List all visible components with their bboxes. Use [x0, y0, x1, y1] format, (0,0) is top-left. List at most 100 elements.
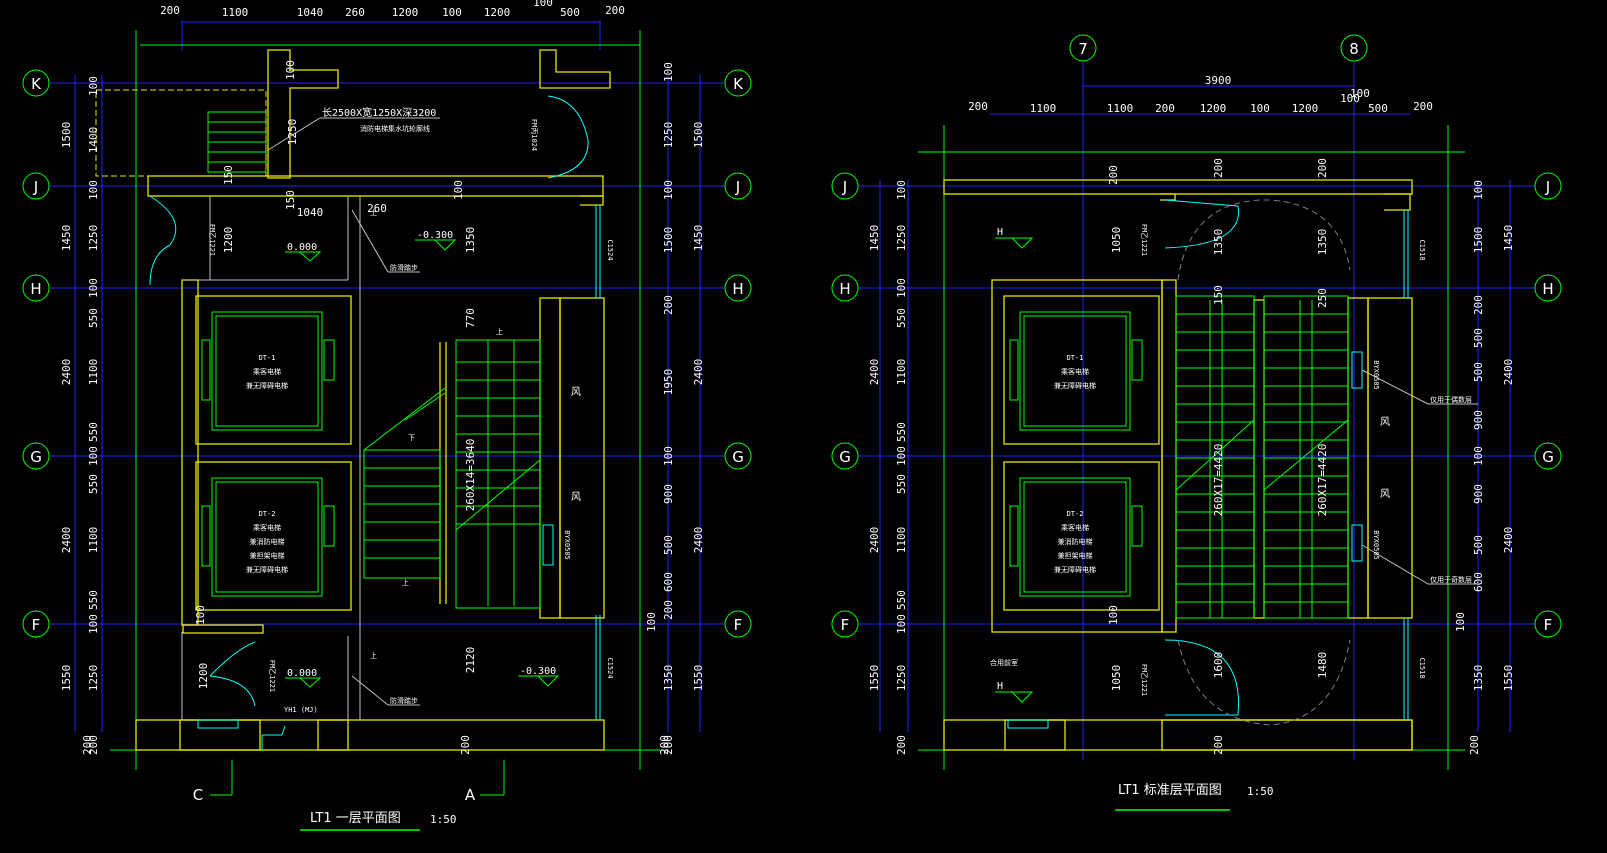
vent-label: BYX0505	[1372, 360, 1380, 390]
dim-text: 1100	[895, 359, 908, 386]
dim-text: 1500	[692, 122, 705, 149]
dim-text: 200	[1212, 735, 1225, 755]
dim-text: 600	[1472, 572, 1485, 592]
dim-text: 2400	[60, 359, 73, 386]
elevator-label: 乘客电梯	[253, 523, 281, 532]
right-dims-outer-plan2: 1450 2400 2400 1550	[1502, 225, 1515, 692]
dim-text: 1200	[1200, 102, 1227, 115]
axis-label: H	[30, 280, 41, 298]
dim-text: 1100	[1030, 102, 1057, 115]
vent-label: BYX0505	[563, 530, 571, 560]
dim-text: 1480	[1316, 652, 1329, 679]
dim-text: 500	[1472, 535, 1485, 555]
axis-label: F	[734, 616, 743, 634]
dim-text: 1400	[87, 127, 100, 154]
dim-text: 600	[662, 572, 675, 592]
dim-text: 2400	[692, 359, 705, 386]
dim-text: 2400	[1502, 527, 1515, 554]
dim-text: 2400	[868, 527, 881, 554]
dim-text: 1250	[286, 119, 299, 146]
vent-label: BYX0505	[1372, 530, 1380, 560]
h-label: H	[997, 681, 1003, 692]
down-label: 下	[408, 434, 415, 442]
elevator-label: 兼无障碍电梯	[1054, 381, 1096, 390]
dim-text: 2120	[464, 647, 477, 674]
dim-text: 100	[895, 180, 908, 200]
axis-label: H	[732, 280, 743, 298]
right-dims-outer-plan1: 1500 1450 2400 2400 1550	[692, 122, 705, 692]
drawing-scale: 1:50	[430, 813, 457, 826]
elevator-label: 兼无障碍电梯	[246, 381, 288, 390]
dim-text: 1950	[662, 369, 675, 396]
elevator-label: DT-1	[259, 354, 276, 362]
yh-label: YH1 (MJ)	[284, 706, 318, 714]
dim-text: 260	[345, 6, 365, 19]
dim-text: 1550	[868, 665, 881, 692]
dim-text: 3900	[1205, 74, 1232, 87]
pit-note-label: 消防电梯集水坑轮廓线	[360, 124, 430, 133]
drawing-scale: 1:50	[1247, 785, 1274, 798]
axis-bubbles-left-plan2: J H G F	[831, 172, 859, 638]
axis-label: G	[732, 448, 744, 466]
plan-standard-floor: 7 8 J H G F J H G F 3900 200	[831, 34, 1562, 811]
dim-text: 550	[87, 590, 100, 610]
axis-label: G	[839, 448, 851, 466]
door-label: FM丙1024	[530, 119, 538, 151]
dim-text: 500	[662, 535, 675, 555]
dim-text: 200	[1107, 165, 1120, 185]
labels-plan1: 长2500X宽1250X深3200 消防电梯集水坑轮廓线 0.000 -0.30…	[81, 60, 671, 755]
elevator-label: 乘客电梯	[1061, 367, 1089, 376]
dim-text: 200	[658, 735, 671, 755]
dim-text: 1250	[895, 665, 908, 692]
dim-text: 1250	[87, 665, 100, 692]
dim-text: 200	[1413, 100, 1433, 113]
level-markers-plan1	[285, 239, 560, 688]
shaft-label: 风	[571, 386, 581, 398]
door-label: FM乙1221	[1140, 664, 1148, 696]
axis-label-bottom: A	[465, 786, 476, 804]
shaft-label: 风	[571, 491, 581, 503]
window-label: C1518	[1418, 239, 1426, 260]
dim-text: 1200	[222, 227, 235, 254]
dim-text: 2400	[692, 527, 705, 554]
dim-text: 550	[895, 308, 908, 328]
level-label: 0.000	[287, 242, 317, 253]
dim-text: 100	[194, 605, 207, 625]
left-dims-inner-plan2: 100 1250 100 550 1100 550 100 550 1100 5…	[895, 180, 908, 755]
dim-text: 200	[605, 4, 625, 17]
grid-lines-plan1	[50, 20, 725, 732]
dim-text: 100	[662, 446, 675, 466]
dim-text: 1500	[1472, 227, 1485, 254]
elevator-label: DT-1	[1067, 354, 1084, 362]
dim-text: 1100	[895, 527, 908, 554]
dim-text: 100	[87, 278, 100, 298]
dim-text: 100	[1107, 605, 1120, 625]
level-markers-plan2	[995, 237, 1034, 703]
dim-text: 100	[1472, 180, 1485, 200]
stair-calc-label: 260X17=4420	[1212, 444, 1225, 517]
dim-text: 100	[442, 6, 462, 19]
dim-text: 1550	[1502, 665, 1515, 692]
dim-text: 500	[1368, 102, 1388, 115]
dim-text: 100	[87, 180, 100, 200]
dim-text: 1350	[1472, 665, 1485, 692]
dim-text: 200	[1472, 295, 1485, 315]
dim-text: 1500	[60, 122, 73, 149]
window-label: C1524	[606, 239, 614, 260]
dim-text: 1350	[662, 665, 675, 692]
stairs-plan1	[207, 111, 541, 609]
pit-size-label: 长2500X宽1250X深3200	[322, 106, 436, 119]
right-dims-inner-plan2: 100 1500 200 500 500 900 100 900 500 600…	[1454, 180, 1485, 755]
dim-text: 1200	[484, 6, 511, 19]
dim-text: 2400	[868, 359, 881, 386]
dim-text: 1250	[87, 225, 100, 252]
dim-text: 100	[452, 180, 465, 200]
dim-text: 1250	[895, 225, 908, 252]
dim-text: 200	[895, 735, 908, 755]
dim-text: 550	[87, 474, 100, 494]
dim-text: 1100	[222, 6, 249, 19]
window-label: C1518	[1418, 657, 1426, 678]
axis-label: G	[30, 448, 42, 466]
dim-text: 100	[1472, 446, 1485, 466]
